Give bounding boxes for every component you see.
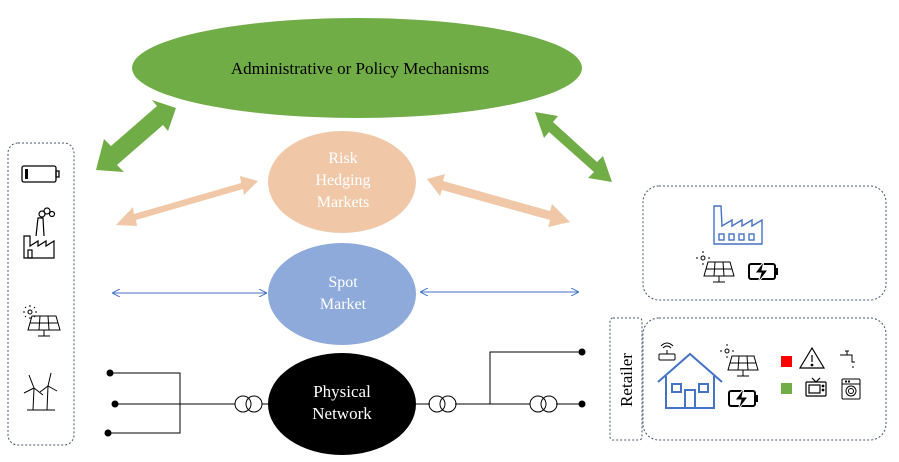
network-right-nodes	[578, 348, 586, 408]
residential-box	[642, 317, 887, 441]
risk-arrow-right	[427, 174, 570, 227]
power-plant-icon	[23, 207, 56, 259]
tv-icon	[805, 377, 827, 397]
washing-machine-icon	[841, 378, 861, 400]
network-right-wiring	[415, 351, 582, 405]
risk-hedging-line: Markets	[316, 194, 370, 211]
retailer-label: Retailer	[612, 322, 642, 438]
solar-panel-icon	[720, 344, 759, 377]
green-status-square	[781, 383, 792, 394]
policy-arrow-right	[535, 112, 612, 182]
physical-network-line: Network	[312, 404, 372, 423]
router-icon	[658, 342, 676, 361]
network-left-wiring	[108, 372, 270, 434]
spot-market-line: Spot	[328, 274, 358, 291]
transformer-icon	[529, 395, 558, 413]
risk-hedging-label: Risk Hedging Markets	[268, 148, 418, 214]
risk-hedging-line: Risk	[328, 150, 358, 167]
risk-hedging-ellipse	[268, 131, 416, 233]
retailer-box	[609, 317, 643, 441]
physical-network-ellipse	[268, 353, 416, 455]
policy-arrow-left	[96, 100, 176, 172]
spot-market-label: Spot Market	[268, 272, 418, 316]
transformer-icon	[428, 395, 457, 413]
generation-box	[7, 142, 75, 446]
spot-market-line: Market	[319, 296, 367, 313]
house-icon	[657, 352, 723, 409]
transformer-icon	[234, 395, 263, 413]
physical-network-label: Physical Network	[262, 381, 422, 425]
policy-mechanisms-label: Administrative or Policy Mechanisms	[230, 59, 490, 78]
network-left-nodes	[104, 369, 119, 437]
solar-panel-icon	[696, 251, 735, 283]
policy-mechanisms-ellipse	[132, 18, 582, 118]
red-status-square	[781, 356, 792, 367]
warning-icon	[798, 346, 826, 369]
wind-turbine-icon	[23, 372, 58, 411]
battery-charging-icon	[748, 260, 778, 284]
retailer-text: Retailer	[617, 353, 636, 407]
spot-market-ellipse	[268, 243, 416, 345]
battery-charging-icon	[728, 387, 758, 411]
physical-network-line: Physical	[313, 382, 371, 401]
factory-icon	[713, 205, 763, 245]
industrial-box	[642, 185, 887, 301]
solar-panel-icon	[23, 305, 61, 337]
battery-icon	[21, 165, 60, 183]
tap-icon	[840, 350, 855, 368]
risk-arrow-left	[116, 176, 258, 226]
risk-hedging-line: Hedging	[315, 172, 371, 189]
